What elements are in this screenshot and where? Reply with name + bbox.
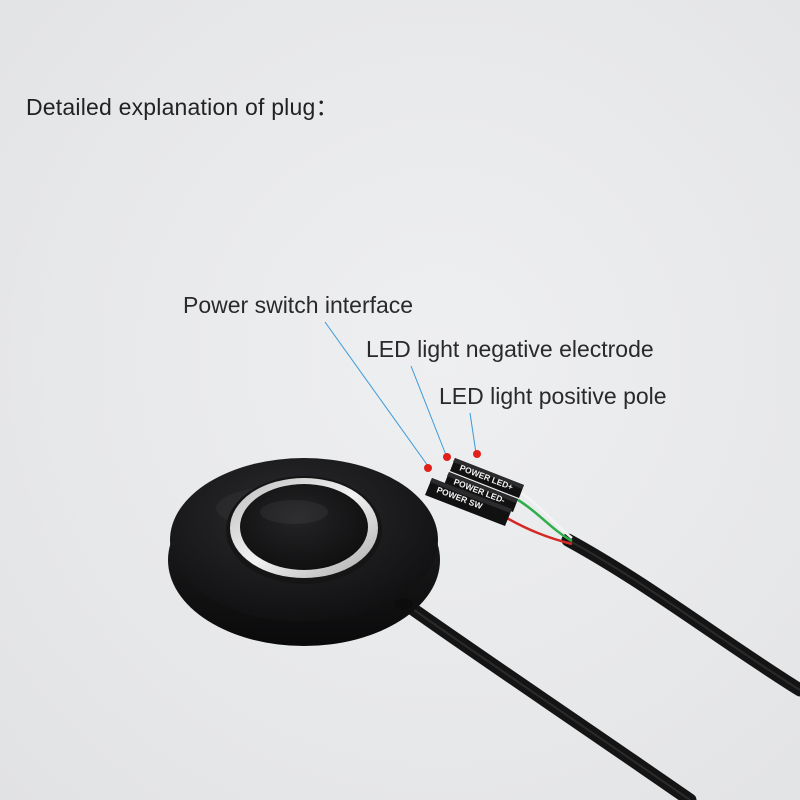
label-led-negative-electrode: LED light negative electrode (366, 336, 654, 362)
callout-lines (324, 321, 477, 467)
page-heading: Detailed explanation of plug： (26, 94, 339, 120)
callout-dot-power-switch (424, 464, 432, 472)
label-power-switch-interface: Power switch interface (183, 292, 414, 318)
main-cable (393, 593, 697, 800)
connector-wires (504, 490, 573, 546)
callout-dot-led-positive (473, 450, 481, 458)
label-led-positive-pole: LED light positive pole (439, 383, 667, 409)
power-button (226, 476, 382, 584)
callout-dot-led-negative (443, 453, 451, 461)
connector-cable (561, 533, 800, 697)
